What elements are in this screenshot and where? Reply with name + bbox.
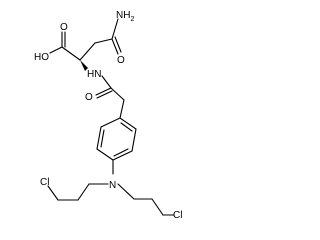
- ring-bond-3: [112, 150, 133, 161]
- atom-label-amide-o: O: [117, 55, 125, 66]
- bond-ch2-ch2-left: [77, 183, 90, 201]
- atom-label-nh: HN: [87, 69, 101, 80]
- atom-label-acid-oh: HO: [34, 52, 49, 63]
- wedge-bond-ca-nh: [80, 60, 88, 71]
- bond-layer: [47, 18, 175, 216]
- bond-ch2-ch2-right-b: [151, 198, 164, 216]
- ring-bond-6: [100, 117, 121, 128]
- atom-label-nh2: NH2: [116, 10, 134, 23]
- atom-label-acetyl-o: O: [85, 92, 93, 103]
- ring-bond-4: [96, 148, 114, 161]
- bond-cacetyl-ch2: [110, 87, 125, 101]
- bond-camide-nh2: [111, 18, 119, 40]
- bond-nh-cacetyl: [101, 75, 112, 89]
- bond-camide-o-1: [111, 38, 119, 55]
- bond-cacetyl-o-2: [96, 90, 113, 99]
- atom-label-cl-right: Cl: [173, 210, 182, 221]
- atom-label-acid-o: O: [60, 22, 68, 33]
- bond-ch2-ring: [119, 99, 125, 119]
- bond-ch2-camide: [94, 38, 113, 44]
- ring-inner-2: [113, 148, 129, 157]
- bond-ca-ch2: [79, 42, 96, 61]
- atom-label-amine-n: N: [109, 180, 116, 191]
- ring-bond-5: [96, 126, 102, 150]
- bond-cacid-oh: [49, 46, 63, 54]
- ring-bond-1: [119, 117, 137, 130]
- ring-inner-1: [120, 122, 133, 132]
- atom-label-cl-left: Cl: [40, 177, 49, 188]
- bond-ca-cacid: [61, 46, 81, 61]
- bond-ch2-cl-left: [47, 185, 59, 201]
- bond-camide-o-2: [114, 36, 122, 53]
- atom-label-layer: NH2 O HO O HN O N Cl Cl: [34, 10, 182, 221]
- ring-bond-2: [131, 128, 137, 152]
- bond-n-ch2-right: [117, 183, 135, 200]
- structural-formula: NH2 O HO O HN O N Cl Cl: [34, 10, 182, 221]
- ring-inner-3: [100, 129, 105, 148]
- bond-cacetyl-o-1: [95, 87, 112, 96]
